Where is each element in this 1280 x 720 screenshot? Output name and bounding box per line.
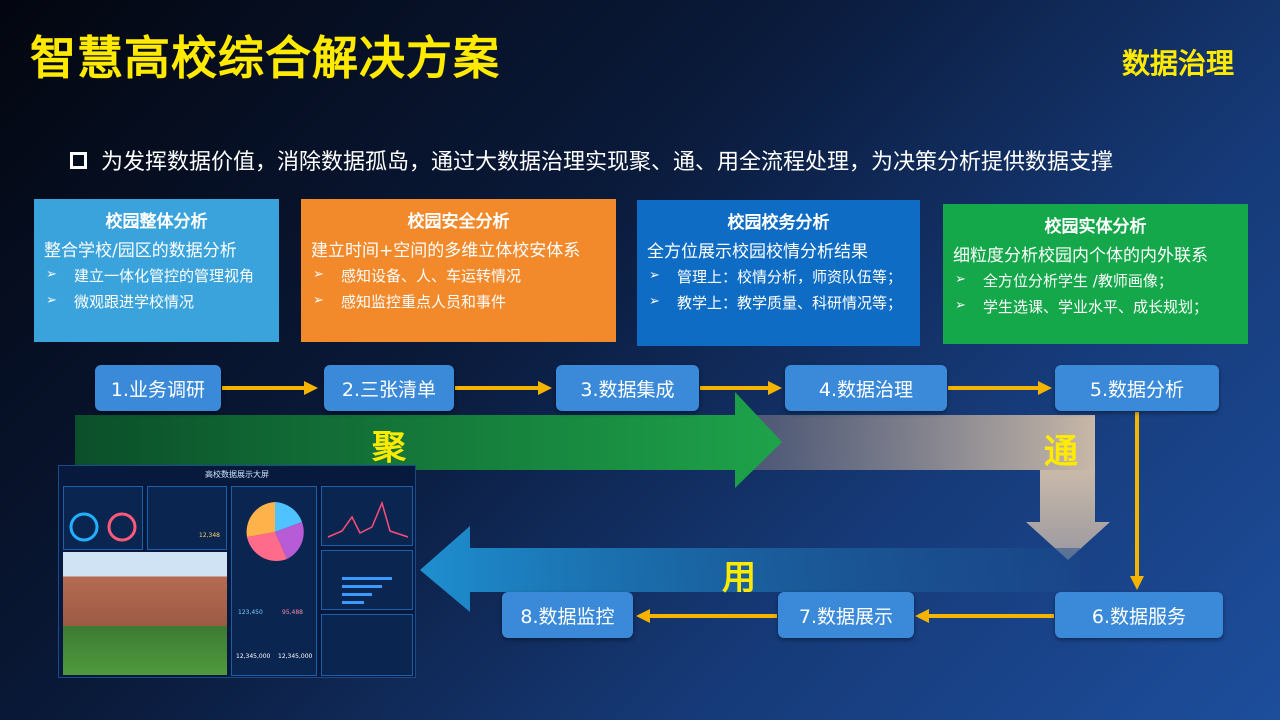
card-entity-analysis: 校园实体分析 细粒度分析校园内个体的内外联系 全方位分析学生 /教师画像； 学生… bbox=[943, 204, 1248, 344]
step-data-analysis: 5.数据分析 bbox=[1055, 365, 1219, 411]
page-title: 智慧高校综合解决方案 bbox=[30, 31, 500, 85]
card-item: 学生选课、学业水平、成长规划； bbox=[953, 298, 1238, 317]
campus-photo bbox=[63, 552, 227, 675]
line-chart-icon bbox=[327, 500, 409, 538]
card-desc: 全方位展示校园校情分析结果 bbox=[647, 242, 868, 262]
bar-list-icon bbox=[342, 577, 392, 604]
card-overall-analysis: 校园整体分析 整合学校/园区的数据分析 建立一体化管控的管理视角 微观跟进学校情… bbox=[34, 199, 279, 342]
card-title: 校园实体分析 bbox=[1044, 217, 1147, 237]
dash-number: 95,488 bbox=[282, 609, 303, 616]
subtitle-text: 为发挥数据价值，消除数据孤岛，通过大数据治理实现聚、通、用全流程处理，为决策分析… bbox=[101, 150, 1114, 175]
dash-number: 12,345,000 bbox=[236, 653, 271, 660]
card-item: 全方位分析学生 /教师画像； bbox=[953, 272, 1238, 291]
card-item: 感知监控重点人员和事件 bbox=[311, 293, 606, 312]
subtitle-row: 为发挥数据价值，消除数据孤岛，通过大数据治理实现聚、通、用全流程处理，为决策分析… bbox=[70, 144, 1113, 176]
step-data-integration: 3.数据集成 bbox=[556, 365, 699, 411]
card-item: 建立一体化管控的管理视角 bbox=[44, 267, 269, 286]
step-three-lists: 2.三张清单 bbox=[324, 365, 454, 411]
card-title: 校园整体分析 bbox=[105, 212, 208, 232]
dash-panel: 123,450 95,488 12,345,000 12,345,000 bbox=[231, 486, 317, 676]
card-safety-analysis: 校园安全分析 建立时间+空间的多维立体校安体系 感知设备、人、车运转情况 感知监… bbox=[301, 199, 616, 342]
dash-panel bbox=[321, 550, 413, 610]
dash-number: 12,345,000 bbox=[278, 653, 313, 660]
step-data-governance: 4.数据治理 bbox=[785, 365, 947, 411]
yong-label: 用 bbox=[722, 558, 756, 598]
pie-chart-icon bbox=[246, 502, 304, 561]
card-title: 校园安全分析 bbox=[407, 212, 510, 232]
dash-number: 123,450 bbox=[238, 609, 263, 616]
step-data-display: 7.数据展示 bbox=[778, 592, 914, 638]
tong-band bbox=[740, 415, 1095, 470]
section-tag: 数据治理 bbox=[1121, 47, 1234, 80]
card-item: 微观跟进学校情况 bbox=[44, 293, 269, 312]
tong-down-arrow bbox=[1026, 470, 1110, 560]
checkbox-square-icon bbox=[70, 151, 87, 169]
card-title: 校园校务分析 bbox=[727, 213, 830, 233]
dash-panel bbox=[63, 486, 143, 550]
gauge-icons bbox=[69, 512, 137, 542]
dashboard-title: 高校数据展示大屏 bbox=[205, 470, 269, 479]
card-desc: 细粒度分析校园内个体的内外联系 bbox=[953, 246, 1208, 266]
card-affairs-analysis: 校园校务分析 全方位展示校园校情分析结果 管理上：校情分析，师资队伍等； 教学上… bbox=[637, 200, 920, 346]
dash-panel bbox=[321, 486, 413, 546]
card-desc: 建立时间+空间的多维立体校安体系 bbox=[311, 241, 581, 261]
dash-panel bbox=[321, 614, 413, 676]
card-item: 感知设备、人、车运转情况 bbox=[311, 267, 606, 286]
card-item: 教学上：教学质量、科研情况等； bbox=[647, 294, 910, 313]
dash-number: 12,348 bbox=[199, 532, 220, 539]
ju-label: 聚 bbox=[372, 428, 406, 468]
step-data-monitoring: 8.数据监控 bbox=[502, 592, 633, 638]
step-data-service: 6.数据服务 bbox=[1055, 592, 1223, 638]
dashboard-preview: 高校数据展示大屏 123,450 95,488 12,345,000 12,34… bbox=[58, 465, 416, 678]
dash-panel bbox=[147, 486, 227, 550]
card-desc: 整合学校/园区的数据分析 bbox=[44, 241, 237, 261]
step-business-research: 1.业务调研 bbox=[95, 365, 221, 411]
tong-label: 通 bbox=[1044, 432, 1078, 472]
card-item: 管理上：校情分析，师资队伍等； bbox=[647, 268, 910, 287]
